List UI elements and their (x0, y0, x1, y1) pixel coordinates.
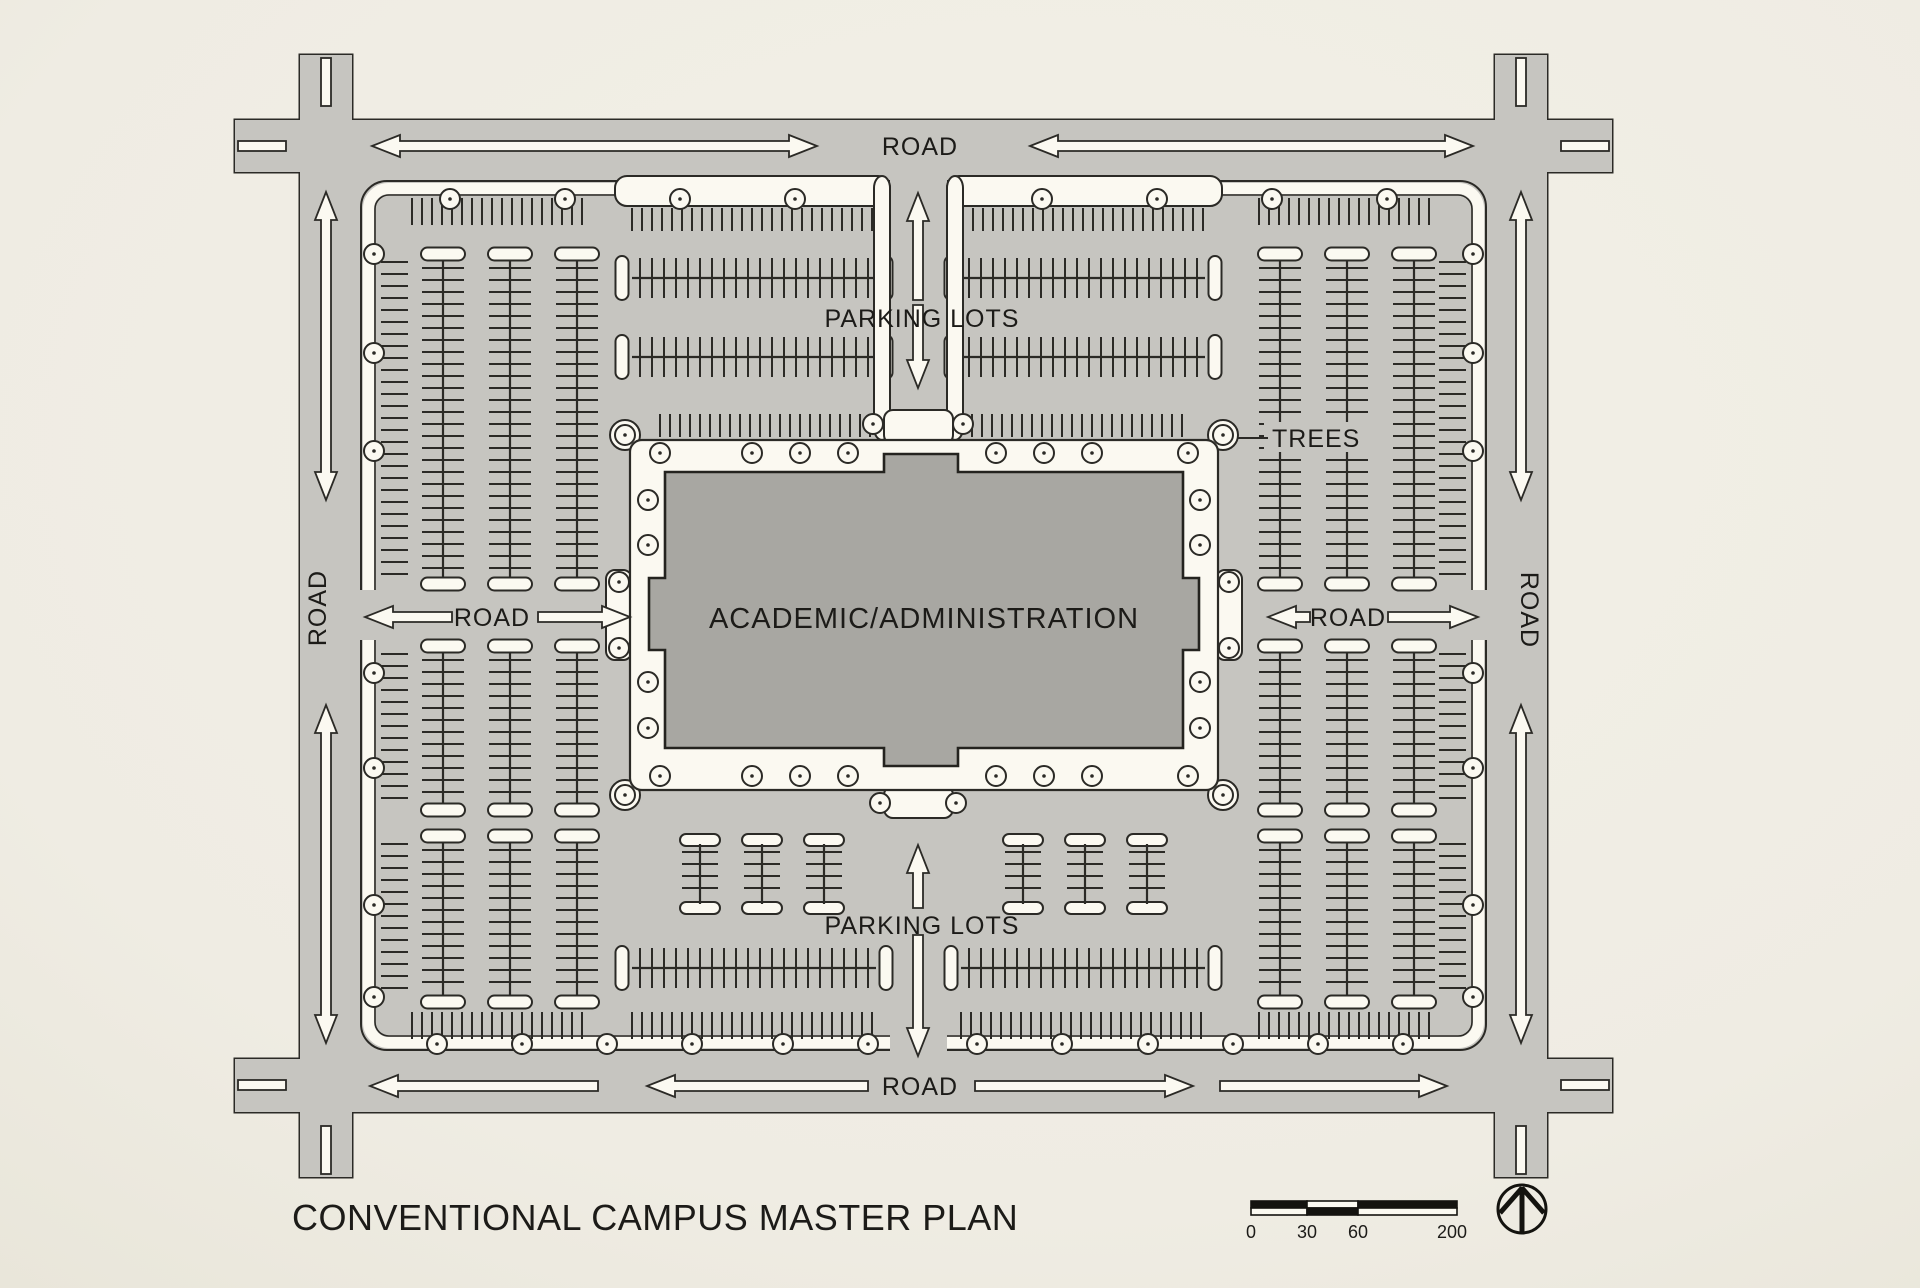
tree-icon (1189, 671, 1211, 693)
tree-icon (1033, 442, 1055, 464)
tree-icon (945, 792, 967, 814)
tree-icon (862, 413, 884, 435)
tree-icon (1033, 765, 1055, 787)
tree-icon (649, 765, 671, 787)
tree-icon (1376, 188, 1398, 210)
road-label-inner-left: ROAD (454, 604, 530, 632)
tree-icon (1081, 765, 1103, 787)
tree-icon (1218, 571, 1240, 593)
tree-icon (363, 440, 385, 462)
tree-icon (637, 717, 659, 739)
tree-icon (1462, 342, 1484, 364)
tree-icon (637, 534, 659, 556)
tree-icon (837, 442, 859, 464)
tree-icon (649, 442, 671, 464)
tree-icon (784, 188, 806, 210)
tree-icon (857, 1033, 879, 1055)
sheet-title: CONVENTIONAL CAMPUS MASTER PLAN (292, 1197, 1018, 1238)
tree-icon (1462, 986, 1484, 1008)
tree-icon (741, 765, 763, 787)
tree-icon (363, 342, 385, 364)
scale-tick-200: 200 (1437, 1222, 1467, 1242)
scale-tick-30: 30 (1297, 1222, 1317, 1242)
road-label-bottom: ROAD (882, 1073, 958, 1101)
tree-icon (1462, 894, 1484, 916)
trees-label: TREES (1272, 425, 1360, 453)
road-label-inner-right: ROAD (1310, 604, 1386, 632)
parking-lots-label-bottom: PARKING LOTS (825, 912, 1020, 940)
tree-icon (439, 188, 461, 210)
tree-icon (1462, 243, 1484, 265)
tree-icon (966, 1033, 988, 1055)
tree-icon (869, 792, 891, 814)
tree-icon (614, 784, 636, 806)
tree-icon (1392, 1033, 1414, 1055)
tree-icon (596, 1033, 618, 1055)
tree-icon (681, 1033, 703, 1055)
scale-bar: 0 30 60 200 (1246, 1200, 1467, 1242)
tree-icon (1462, 757, 1484, 779)
tree-icon (741, 442, 763, 464)
tree-icon (363, 243, 385, 265)
tree-icon (363, 757, 385, 779)
trees-layer (363, 188, 1484, 1055)
trees-label-halo (1264, 422, 1372, 452)
tree-icon (363, 986, 385, 1008)
tree-icon (837, 765, 859, 787)
road-label-right: ROAD (1515, 572, 1543, 648)
tree-icon (554, 188, 576, 210)
tree-icon (1146, 188, 1168, 210)
tree-icon (1137, 1033, 1159, 1055)
north-arrow-icon (1496, 1183, 1548, 1235)
tree-icon (669, 188, 691, 210)
tree-icon (363, 894, 385, 916)
tree-icon (511, 1033, 533, 1055)
tree-icon (1212, 784, 1234, 806)
road-label-left: ROAD (304, 570, 332, 646)
tree-icon (637, 489, 659, 511)
tree-icon (426, 1033, 448, 1055)
tree-icon (1307, 1033, 1329, 1055)
tree-icon (985, 442, 1007, 464)
tree-icon (1212, 424, 1234, 446)
tree-icon (1177, 442, 1199, 464)
tree-icon (1051, 1033, 1073, 1055)
tree-icon (1189, 717, 1211, 739)
tree-icon (614, 424, 636, 446)
tree-icon (637, 671, 659, 693)
building-label: ACADEMIC/ADMINISTRATION (709, 603, 1139, 635)
tree-icon (1222, 1033, 1244, 1055)
tree-icon (1189, 534, 1211, 556)
tree-icon (608, 637, 630, 659)
tree-icon (608, 571, 630, 593)
tree-icon (952, 413, 974, 435)
tree-icon (789, 765, 811, 787)
parking-lots-label-top: PARKING LOTS (825, 305, 1020, 333)
tree-icon (772, 1033, 794, 1055)
traffic-arrows-layer (237, 57, 1610, 1175)
tree-icon (1218, 637, 1240, 659)
scale-tick-0: 0 (1246, 1222, 1256, 1242)
tree-icon (363, 662, 385, 684)
road-label-top: ROAD (882, 133, 958, 161)
tree-icon (1189, 489, 1211, 511)
scale-tick-60: 60 (1348, 1222, 1368, 1242)
labels-layer: ROAD ROAD ROAD ROAD ROAD ROAD PARKING LO… (292, 133, 1543, 1238)
tree-icon (789, 442, 811, 464)
tree-icon (1462, 662, 1484, 684)
tree-icon (1081, 442, 1103, 464)
academic-administration-building (647, 452, 1201, 768)
tree-icon (1177, 765, 1199, 787)
tree-icon (1031, 188, 1053, 210)
tree-icon (985, 765, 1007, 787)
tree-icon (1261, 188, 1283, 210)
tree-icon (1462, 440, 1484, 462)
